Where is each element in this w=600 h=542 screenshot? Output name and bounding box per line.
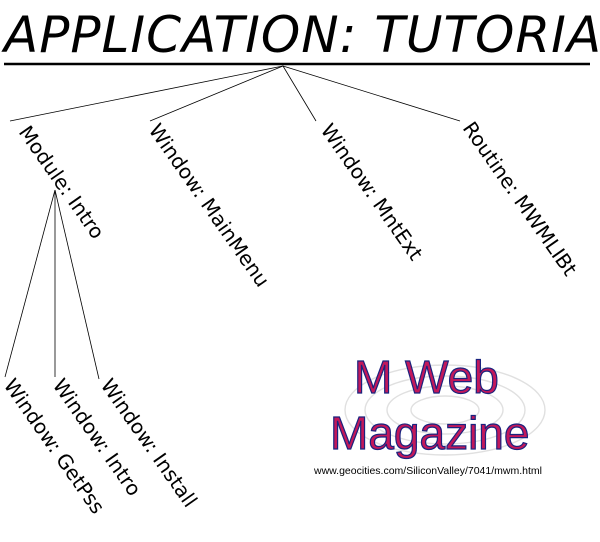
logo-url: www.geocities.com/SiliconValley/7041/mwm… [313, 465, 542, 477]
link-module-window-install [54, 189, 100, 380]
logo-line-1: M Web [354, 351, 499, 403]
link-root-window-mntext [282, 65, 317, 122]
diagram-title: APPLICATION: TUTORIAL [1, 6, 600, 64]
logo-line-2: Magazine [330, 407, 529, 459]
node-module-intro: Module: Intro [14, 121, 110, 243]
swirl-icon [344, 364, 546, 456]
link-module-window-getpss [4, 189, 56, 378]
node-routine-mwmlibt: Routine: MWMLIBt [458, 117, 582, 280]
link-root-window-mainmenu [149, 65, 284, 122]
node-window-mntext: Window: MntExt [316, 119, 428, 265]
link-root-routine-mwmlibt [282, 65, 461, 122]
link-root-module-intro [9, 65, 284, 122]
node-window-mainmenu: Window: MainMenu [144, 119, 275, 291]
m-web-magazine-logo: M Web Magazine www.geocities.com/Silicon… [313, 350, 546, 477]
